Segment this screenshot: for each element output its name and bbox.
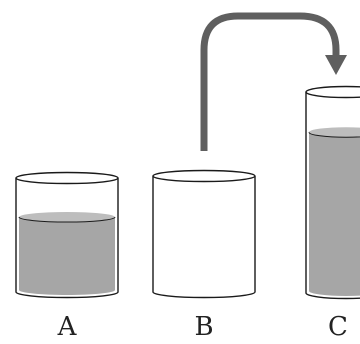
container-c-glass-body [305, 92, 360, 300]
curved-arrow-icon [200, 12, 347, 151]
container-b-glass-body [152, 176, 256, 299]
container-a-liquid [19, 217, 115, 295]
container-a-liquid-back-rim [18, 216, 116, 223]
container-c-liquid-back-rim [308, 131, 360, 138]
container-c-liquid [309, 132, 360, 296]
container-b [152, 169, 256, 299]
container-a-rim [15, 171, 119, 185]
container-b-rim [152, 169, 256, 183]
container-a-glass-body [15, 178, 119, 299]
label-a: A [57, 312, 77, 342]
container-a [15, 171, 119, 299]
label-c: C [328, 312, 348, 342]
arrow-path [200, 12, 340, 151]
container-a-liquid-surface [19, 212, 115, 223]
arrow-head [325, 55, 347, 75]
container-c-rim [305, 85, 360, 99]
label-b: B [194, 312, 214, 342]
container-c-liquid-surface [309, 127, 360, 138]
container-c [305, 85, 360, 300]
